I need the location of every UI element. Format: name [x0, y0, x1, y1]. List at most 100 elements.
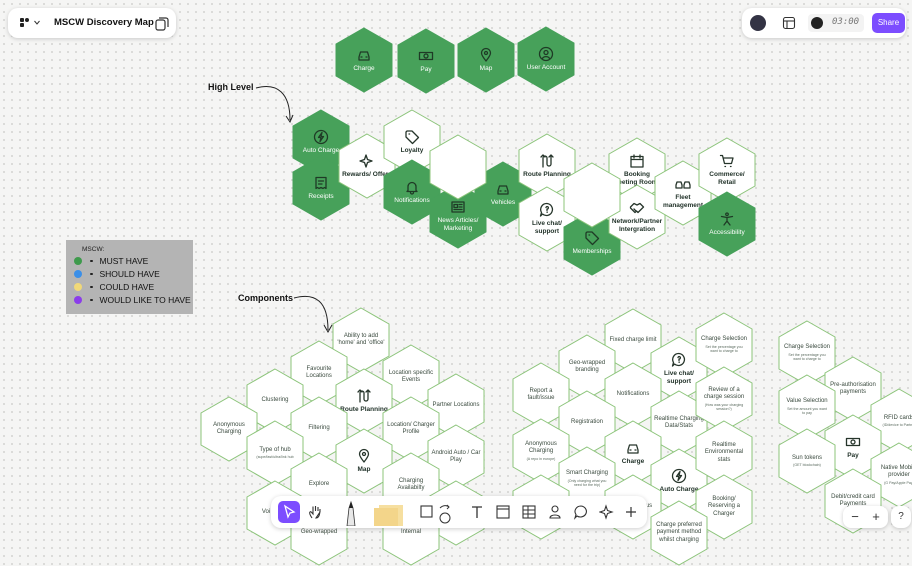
hex-loyalty[interactable]: Loyalty	[383, 109, 441, 175]
tag-icon	[585, 231, 600, 246]
user-icon	[538, 46, 554, 62]
legend-item-should-have: SHOULD HAVE	[74, 268, 160, 280]
connector-tool-icon[interactable]	[437, 502, 453, 524]
hex-label: Geo-wrapped	[300, 529, 338, 536]
layout-icon[interactable]	[782, 16, 796, 30]
hex-label: Map	[357, 465, 371, 473]
frame-tool-icon[interactable]	[495, 504, 511, 520]
hex-pay[interactable]: Pay	[397, 28, 455, 94]
duplicate-board-icon[interactable]	[154, 16, 170, 32]
shape-tool-icon[interactable]	[419, 504, 435, 520]
hex-booking-reserving-a-charger[interactable]: Booking/ Reserving a Charger	[695, 474, 753, 540]
hex-map[interactable]: Map	[457, 27, 515, 93]
sticky-note-tool-icon[interactable]	[371, 500, 405, 526]
user-avatar[interactable]	[750, 15, 766, 31]
hex-review-of-a-charge-session[interactable]: Review of a charge session(How was your …	[695, 366, 753, 432]
hex-label: Clustering	[261, 397, 289, 404]
hex-label: Booking Meeting Rooms	[612, 170, 662, 186]
hex-report-a-fault-issue[interactable]: Report a fault/issue	[512, 362, 570, 428]
hex-label: Realtime Charging Data/Stats	[654, 415, 704, 430]
more-tools-icon[interactable]	[623, 504, 639, 520]
hex-label: Favourite Locations	[306, 365, 332, 380]
hex-label: Booking/ Reserving a Charger	[707, 495, 740, 517]
pen-tool-icon[interactable]	[341, 500, 361, 526]
help-button[interactable]: ?	[891, 506, 911, 528]
components-arrow	[293, 295, 333, 334]
hex-news-articles-marketing[interactable]: News Articles/ Marketing	[429, 183, 487, 249]
hex-label: User Account	[526, 63, 566, 71]
hex-live-chat-support[interactable]: Live chat/ support	[518, 186, 576, 252]
handshake-icon	[629, 202, 645, 214]
hex-smart-charging[interactable]: Smart Charging(Only charging what you ne…	[558, 446, 616, 512]
car-icon	[627, 444, 639, 454]
hex-geo-wrapped-branding[interactable]: Geo-wrapped branding	[558, 334, 616, 400]
empty-hex[interactable]	[429, 134, 487, 200]
map-pin-icon	[358, 448, 370, 463]
legend-item-must-have: MUST HAVE	[74, 255, 148, 267]
banknote-icon	[418, 51, 434, 61]
hex-label: Notifications	[394, 196, 430, 204]
route-icon	[357, 389, 371, 403]
zoom-out-button[interactable]: −	[851, 509, 859, 524]
hex-map[interactable]: Map	[335, 428, 393, 494]
timer-icon	[811, 17, 823, 29]
board-title[interactable]: MSCW Discovery Map	[54, 17, 154, 28]
select-tool[interactable]	[278, 501, 300, 523]
sparkle-icon	[359, 154, 373, 168]
collaboration-bar: 03:00 Share	[742, 8, 906, 38]
app-menu-icon[interactable]	[18, 16, 32, 30]
zoom-in-button[interactable]: +	[872, 509, 880, 524]
hex-charge[interactable]: Charge	[604, 420, 662, 486]
text-tool-icon[interactable]	[469, 504, 485, 520]
tool-palette	[271, 496, 647, 528]
chevron-down-icon[interactable]	[34, 20, 40, 25]
hex-label: Location specific Events	[388, 369, 434, 384]
hex-commerce-retail[interactable]: Commerce/ Retail	[698, 137, 756, 203]
hex-label: Internal	[400, 529, 421, 536]
legend-dot	[74, 283, 82, 291]
hex-label: Commerce/ Retail	[709, 170, 745, 186]
car-icon	[497, 185, 509, 195]
hex-user-account[interactable]: User Account	[517, 26, 575, 92]
hex-sublabel: Set the percentage you want to charge to	[705, 344, 743, 354]
hex-label: Fixed charge limit	[609, 337, 657, 344]
route-icon	[540, 154, 554, 168]
hex-label: Review of a charge session	[703, 386, 745, 401]
legend-label: SHOULD HAVE	[99, 269, 160, 279]
car-icon	[358, 51, 370, 61]
hex-label: Fleet management	[662, 193, 704, 209]
timer-text: 03:00	[832, 17, 860, 27]
comment-tool-icon[interactable]	[573, 504, 589, 520]
hex-accessibility[interactable]: Accessibility	[698, 191, 756, 257]
receipt-icon	[315, 176, 327, 190]
ai-sparkle-tool-icon[interactable]	[599, 504, 615, 520]
legend-label: COULD HAVE	[99, 282, 155, 292]
hex-label: Receipts	[308, 192, 334, 200]
hex-label: Smart Charging	[565, 470, 609, 477]
mscw-legend[interactable]: MSCW: MUST HAVE SHOULD HAVE COULD HAVE W…	[66, 240, 193, 314]
hex-sublabel: (How was your charging session?)	[704, 402, 744, 411]
high-level-arrow	[255, 86, 294, 124]
hex-label: Registration	[570, 419, 603, 426]
hex-location-charger-profile[interactable]: Location/ Charger Profile	[382, 396, 440, 462]
table-tool-icon[interactable]	[521, 504, 537, 520]
hex-type-of-hub[interactable]: Type of hub(supe/fast/ultra/link hub	[246, 420, 304, 486]
share-button[interactable]: Share	[872, 13, 905, 33]
timer-widget[interactable]: 03:00	[808, 14, 864, 32]
hex-anonymous-charging[interactable]: Anonymous Charging(A repo in europe)	[512, 418, 570, 484]
hex-sun-tokens[interactable]: Sun tokens(GET blockchain)	[778, 428, 836, 494]
hex-charge-preferred-payment-method-whilst-charging[interactable]: Charge preferred payment method whilst c…	[650, 500, 708, 566]
hex-label: Accessibility	[709, 228, 745, 236]
empty-hex[interactable]	[563, 162, 621, 228]
person-tool-icon[interactable]	[547, 504, 563, 520]
hex-charge[interactable]: Charge	[335, 27, 393, 93]
hex-label: Debit/credit card Payments	[831, 493, 875, 508]
hex-anonymous-charging[interactable]: Anonymous Charging	[200, 396, 258, 462]
hex-label: Sun tokens	[791, 454, 823, 461]
hex-label: Auto Charge	[302, 146, 340, 154]
hex-label: Filtering	[308, 425, 330, 432]
legend-item-could-have: COULD HAVE	[74, 281, 154, 293]
hex-sublabel: (A repo in europe)	[526, 456, 556, 461]
hand-tool-icon[interactable]	[307, 504, 323, 520]
